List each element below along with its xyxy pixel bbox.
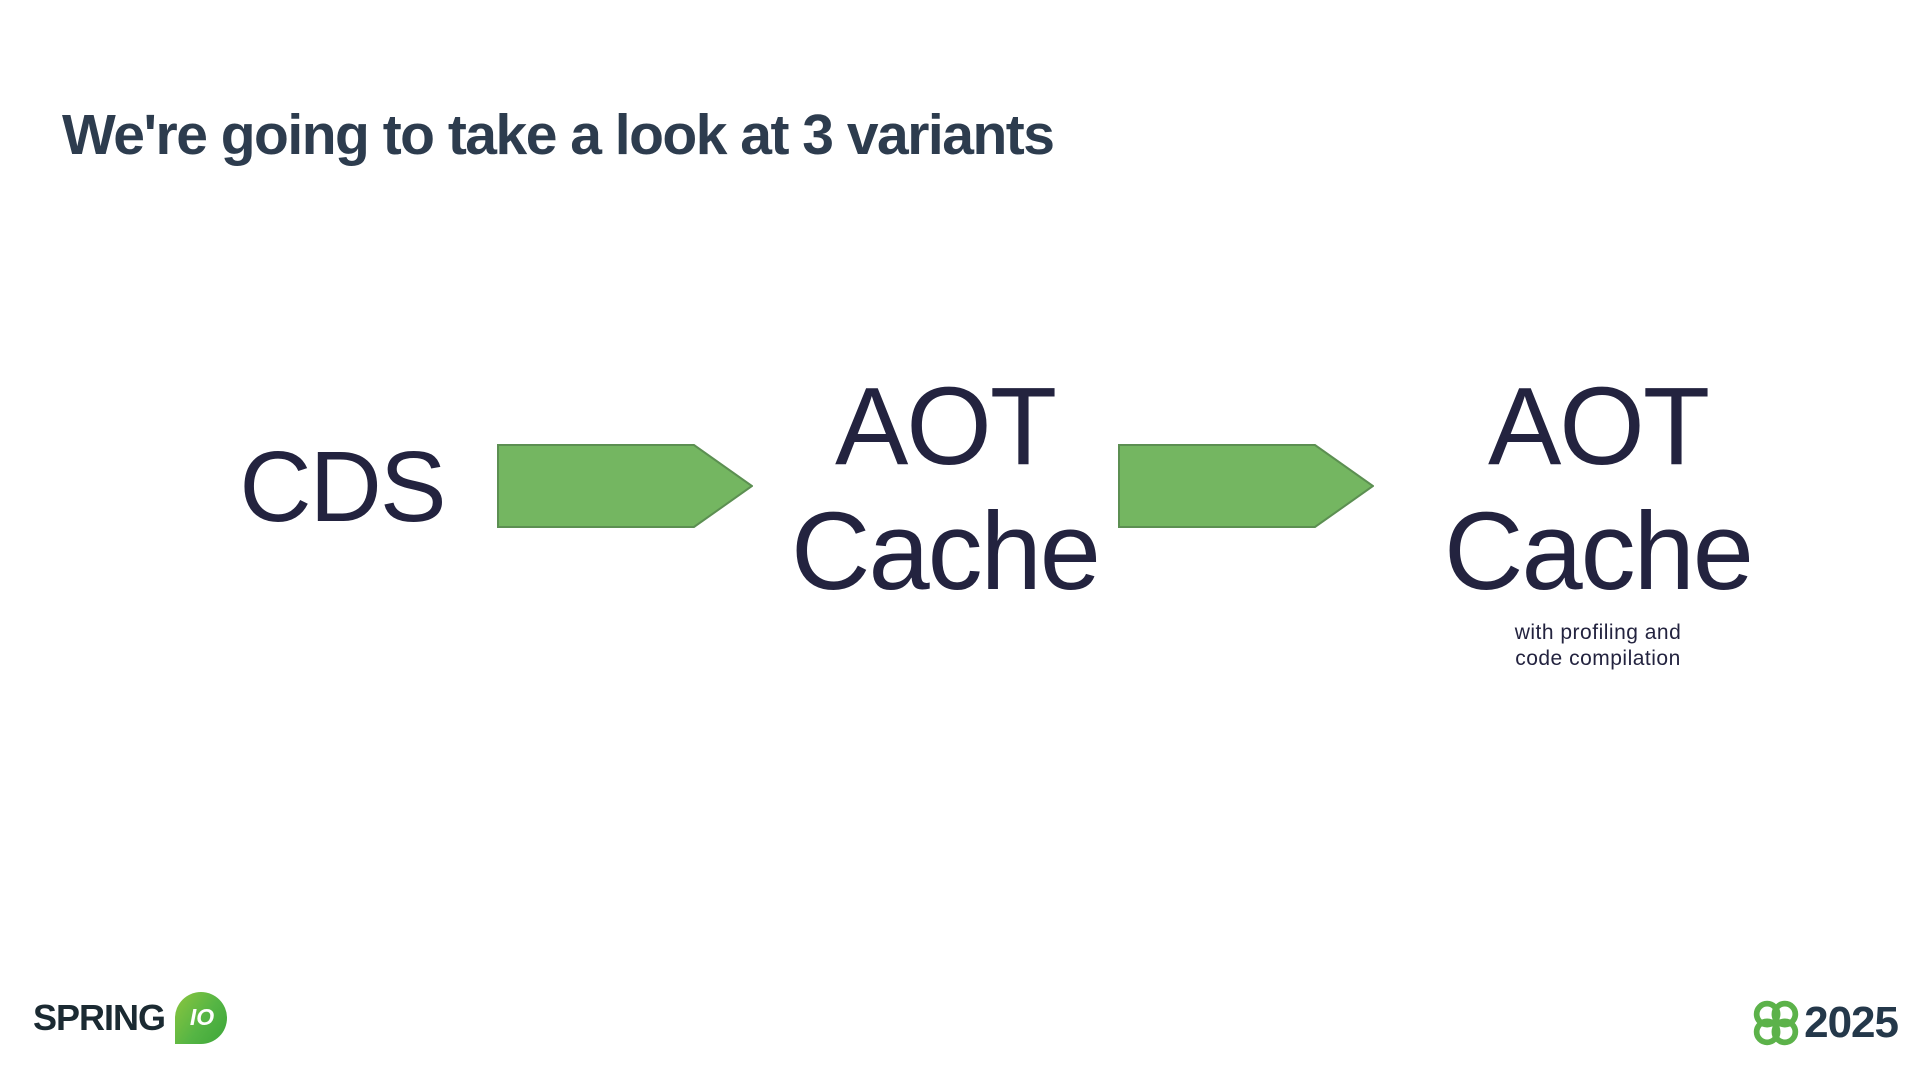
node-aot-cache-2-note: with profiling and code compilation: [1418, 620, 1778, 672]
node-aot-cache-1: AOT Cache: [765, 364, 1125, 614]
spring-io-leaf-icon: IO: [175, 992, 228, 1044]
node-aot-cache-2-line2: Cache: [1444, 490, 1754, 613]
node-aot-cache-1-line2: Cache: [791, 490, 1101, 613]
node-aot-cache-2: AOT Cache with profiling and code compil…: [1418, 364, 1778, 672]
note-line-1: with profiling and: [1514, 621, 1682, 644]
node-aot-cache-1-line1: AOT: [834, 365, 1057, 488]
spring-brand-text: SPRING: [33, 997, 166, 1038]
flow-arrow-icon: [497, 444, 753, 528]
spring-io-leaf-label: IO: [189, 1003, 215, 1030]
page-title: We're going to take a look at 3 variants: [62, 103, 1055, 168]
flow-arrow-icon: [1118, 444, 1374, 528]
clover-icon: [1753, 1000, 1799, 1046]
year-logo: 2025: [1753, 998, 1899, 1048]
year-text: 2025: [1804, 998, 1899, 1047]
spring-io-logo: SPRING IO: [33, 992, 228, 1044]
node-cds-label: CDS: [239, 431, 446, 543]
note-line-2: code compilation: [1515, 647, 1681, 670]
node-cds: CDS: [162, 437, 522, 537]
node-aot-cache-2-line1: AOT: [1487, 365, 1710, 488]
